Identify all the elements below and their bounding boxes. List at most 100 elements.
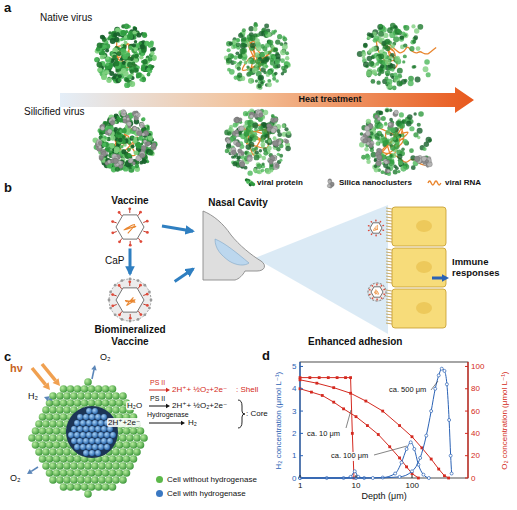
silica-nanocluster bbox=[240, 162, 245, 167]
arrow-head bbox=[166, 404, 170, 408]
hydrogenase-cell bbox=[92, 432, 98, 438]
viral-protein bbox=[105, 48, 109, 52]
viral-protein bbox=[366, 160, 371, 165]
algal-cell bbox=[39, 413, 47, 421]
plot-frame bbox=[300, 362, 468, 478]
viral-protein bbox=[238, 54, 243, 59]
viral-protein bbox=[253, 27, 258, 32]
viral-protein bbox=[138, 137, 142, 141]
algal-cell bbox=[102, 455, 110, 463]
viral-protein bbox=[384, 123, 388, 127]
tick-mark bbox=[412, 475, 413, 478]
cap-cluster bbox=[380, 283, 382, 285]
viral-protein bbox=[409, 148, 414, 153]
viral-protein bbox=[265, 58, 268, 61]
viral-protein bbox=[385, 108, 389, 112]
silica-nanocluster bbox=[107, 129, 112, 134]
viral-protein bbox=[124, 153, 130, 159]
viral-protein bbox=[388, 84, 392, 88]
algal-cell bbox=[119, 448, 127, 456]
spike-tip bbox=[371, 234, 373, 236]
silica-nanocluster bbox=[235, 119, 239, 123]
viral-protein bbox=[120, 30, 126, 36]
viral-protein bbox=[363, 43, 367, 47]
viral-protein bbox=[258, 75, 264, 81]
algal-cell bbox=[102, 385, 110, 393]
viral-protein bbox=[254, 154, 260, 160]
viral-protein bbox=[377, 24, 383, 30]
viral-protein bbox=[134, 40, 137, 43]
viral-protein bbox=[105, 63, 111, 69]
algal-cell bbox=[112, 392, 120, 400]
o2-marker bbox=[377, 433, 380, 436]
spike-tip bbox=[369, 294, 371, 296]
algal-cell bbox=[98, 476, 106, 484]
viral-protein bbox=[398, 161, 404, 167]
hydrogenase-cell bbox=[83, 450, 89, 456]
algal-cell bbox=[46, 441, 54, 449]
viral-protein bbox=[241, 44, 245, 48]
algal-cell bbox=[28, 434, 36, 442]
viral-rna bbox=[242, 40, 274, 71]
silica-nanocluster bbox=[386, 170, 389, 173]
algal-cell bbox=[39, 455, 47, 463]
viral-protein bbox=[413, 132, 418, 137]
algal-cell bbox=[35, 448, 43, 456]
viral-protein bbox=[389, 118, 393, 122]
viral-protein bbox=[285, 146, 291, 152]
viral-protein bbox=[260, 138, 264, 142]
spike-tip bbox=[380, 221, 382, 223]
viral-protein bbox=[268, 40, 273, 45]
algal-cell bbox=[60, 399, 68, 407]
algal-cell bbox=[67, 385, 75, 393]
viral-protein bbox=[97, 62, 103, 68]
algal-cell bbox=[112, 406, 120, 414]
hydrogenase-cell bbox=[68, 432, 74, 438]
viral-protein bbox=[399, 123, 405, 129]
viral-protein bbox=[122, 135, 126, 139]
algal-cell bbox=[77, 476, 85, 484]
algal-cell bbox=[49, 462, 57, 470]
h2-profile bbox=[300, 442, 429, 478]
h2-marker bbox=[394, 472, 397, 475]
silica-nanocluster bbox=[247, 156, 252, 161]
o2-marker bbox=[332, 401, 335, 404]
spike-protein bbox=[369, 225, 371, 227]
viral-protein bbox=[399, 112, 404, 117]
viral-protein bbox=[408, 80, 414, 86]
o2-marker bbox=[308, 376, 311, 379]
viral-protein bbox=[271, 30, 274, 33]
h2-marker bbox=[448, 419, 451, 422]
viral-protein bbox=[403, 54, 407, 58]
algal-cell bbox=[84, 462, 92, 470]
viral-protein bbox=[267, 82, 272, 87]
algal-cell bbox=[63, 406, 71, 414]
hydrogenase-cell bbox=[80, 432, 86, 438]
tick-mark bbox=[465, 366, 468, 367]
spike-protein bbox=[380, 233, 381, 234]
cilium bbox=[386, 208, 392, 209]
silica-nanocluster bbox=[377, 155, 382, 160]
algal-cell bbox=[32, 427, 40, 435]
viral-protein bbox=[401, 148, 405, 152]
oxygen-arrow bbox=[27, 467, 38, 474]
flow-arrow bbox=[162, 226, 193, 231]
arrow-head bbox=[91, 365, 96, 370]
viral-protein bbox=[144, 41, 149, 46]
viral-protein bbox=[423, 66, 429, 72]
viral-protein bbox=[118, 78, 122, 82]
spike-tip bbox=[368, 225, 370, 227]
algal-cell bbox=[112, 448, 120, 456]
viral-protein bbox=[276, 147, 280, 151]
viral-protein bbox=[112, 75, 116, 79]
algal-cell bbox=[119, 434, 127, 442]
algal-cell bbox=[60, 385, 68, 393]
gas-label: H₂ bbox=[28, 391, 38, 401]
viral-protein bbox=[375, 142, 379, 146]
native-virus bbox=[357, 23, 436, 91]
algal-cell bbox=[53, 469, 61, 477]
algal-cell bbox=[53, 399, 61, 407]
legend-icons bbox=[245, 178, 441, 188]
hydrogenase-cell bbox=[86, 420, 92, 426]
